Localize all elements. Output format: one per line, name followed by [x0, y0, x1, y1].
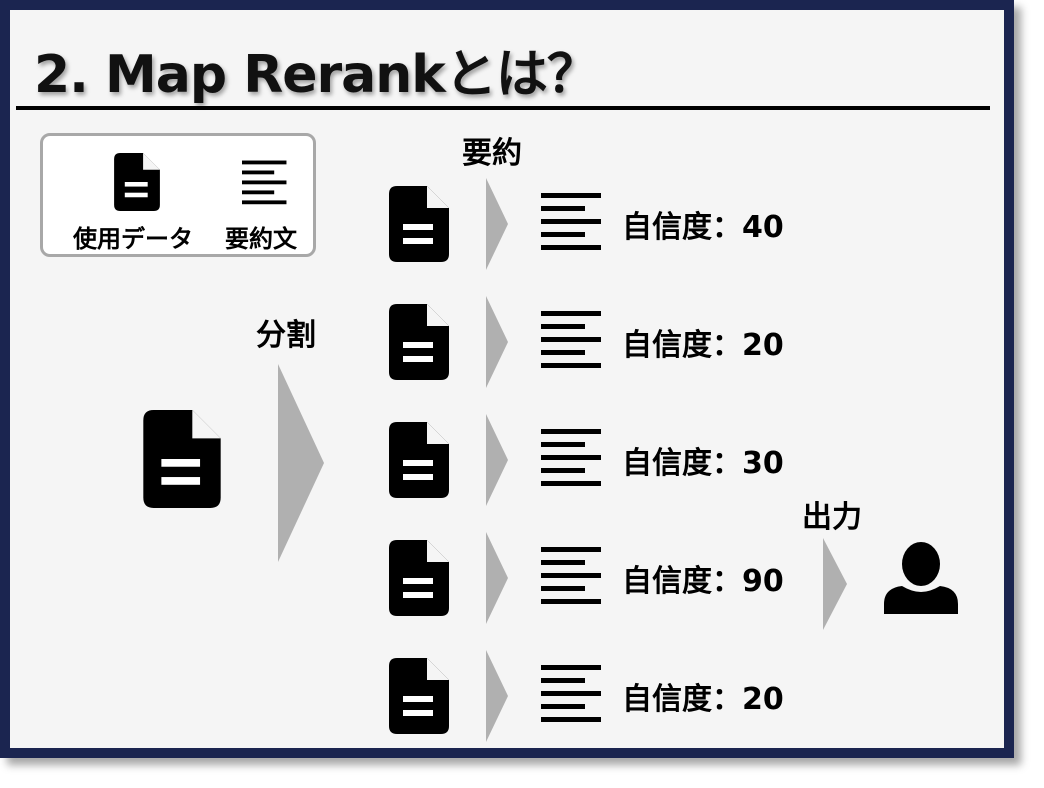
- chunk-document-icon: [389, 186, 449, 262]
- confidence-label: 自信度：: [622, 564, 742, 599]
- summary-text-icon: [541, 547, 601, 607]
- split-arrow: [278, 364, 324, 562]
- legend-document-label: 使用データ: [73, 225, 193, 253]
- summary-text-icon: [541, 665, 601, 725]
- summary-text-icon: [541, 193, 601, 253]
- chunk-document-icon: [389, 540, 449, 616]
- confidence-label: 自信度：: [622, 682, 742, 717]
- legend-box: [40, 133, 316, 257]
- output-label: 出力: [802, 500, 862, 535]
- confidence-score: 自信度：90: [622, 556, 784, 600]
- output-arrow: [823, 538, 847, 630]
- summary-text-icon: [541, 429, 601, 489]
- document-icon: [114, 153, 160, 211]
- source-document: [142, 410, 222, 508]
- summarize-arrow: [486, 532, 508, 624]
- confidence-value: 90: [742, 564, 784, 599]
- summarize-label: 要約: [462, 136, 522, 171]
- user-icon: [884, 542, 958, 614]
- confidence-label: 自信度：: [622, 446, 742, 481]
- legend-document-icon: [114, 153, 160, 211]
- summary-text-icon: [541, 311, 601, 371]
- slide-frame: [0, 0, 1014, 758]
- confidence-label: 自信度：: [622, 210, 742, 245]
- summarize-arrow: [486, 650, 508, 742]
- confidence-value: 20: [742, 682, 784, 717]
- chunk-document-icon: [389, 304, 449, 380]
- slide-title: 2. Map Rerankとは？: [34, 45, 599, 105]
- chunk-document-icon: [389, 422, 449, 498]
- confidence-score: 自信度：40: [622, 202, 784, 246]
- split-label: 分割: [256, 318, 316, 353]
- summary-text-icon: [242, 160, 287, 205]
- legend-summary-icon: [242, 159, 288, 205]
- confidence-value: 40: [742, 210, 784, 245]
- confidence-score: 自信度：20: [622, 320, 784, 364]
- confidence-value: 30: [742, 446, 784, 481]
- legend-summary-label: 要約文: [225, 225, 297, 253]
- confidence-score: 自信度：30: [622, 438, 784, 482]
- confidence-value: 20: [742, 328, 784, 363]
- summarize-arrow: [486, 296, 508, 388]
- summarize-arrow: [486, 414, 508, 506]
- confidence-label: 自信度：: [622, 328, 742, 363]
- confidence-score: 自信度：20: [622, 674, 784, 718]
- document-icon: [143, 410, 221, 508]
- summarize-arrow: [486, 178, 508, 270]
- title-divider: [16, 106, 990, 110]
- chunk-document-icon: [389, 658, 449, 734]
